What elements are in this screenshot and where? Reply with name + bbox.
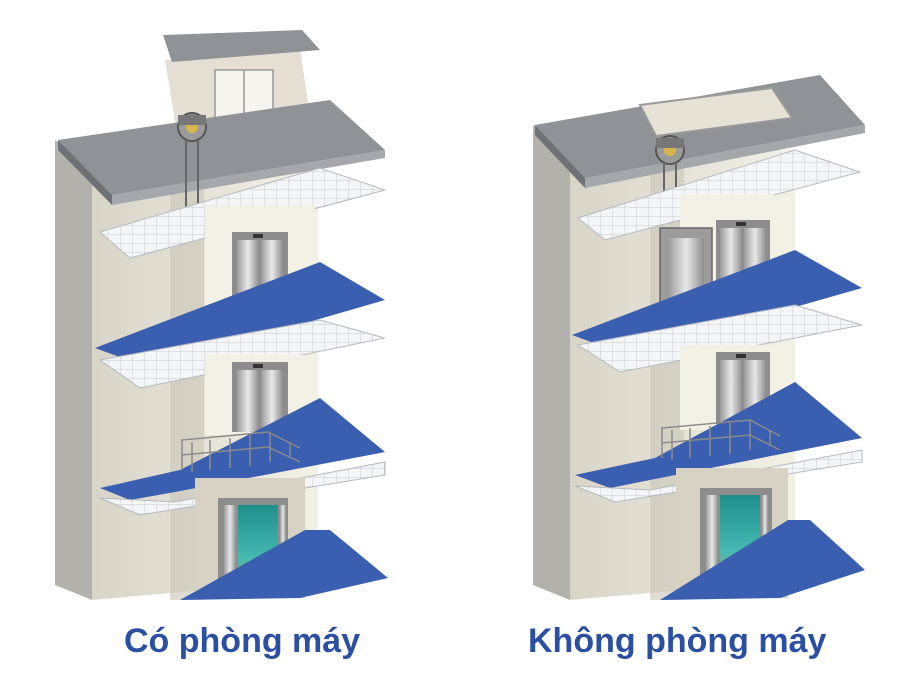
shaft-side-wall <box>533 125 570 600</box>
shaft-side-wall <box>55 140 92 600</box>
floor-slab-2 <box>575 382 862 488</box>
building-machine-room-less <box>533 75 865 600</box>
traction-machine-icon <box>655 135 685 195</box>
machine-room-roof <box>163 30 320 62</box>
building-with-machine-room <box>55 30 388 600</box>
caption-with-machine-room: Có phòng máy <box>124 622 361 660</box>
ground-floor-slab <box>180 530 388 600</box>
floor-slab-1 <box>572 250 862 355</box>
tiled-floor-1 <box>576 304 863 373</box>
tiled-floor-2 <box>574 449 863 503</box>
floor-slab-1 <box>95 262 385 368</box>
traction-machine-icon <box>177 112 207 210</box>
guard-rail-icon <box>181 431 301 472</box>
roof-hatch <box>638 86 794 138</box>
roof-slab <box>58 100 385 195</box>
caption-machine-room-less: Không phòng máy <box>528 622 827 660</box>
ground-floor-slab <box>660 520 865 600</box>
elevator-door-icon <box>232 362 288 432</box>
tiled-floor-2 <box>99 461 386 516</box>
tiled-floor-1 <box>98 319 386 389</box>
guard-rail-icon <box>661 419 781 460</box>
